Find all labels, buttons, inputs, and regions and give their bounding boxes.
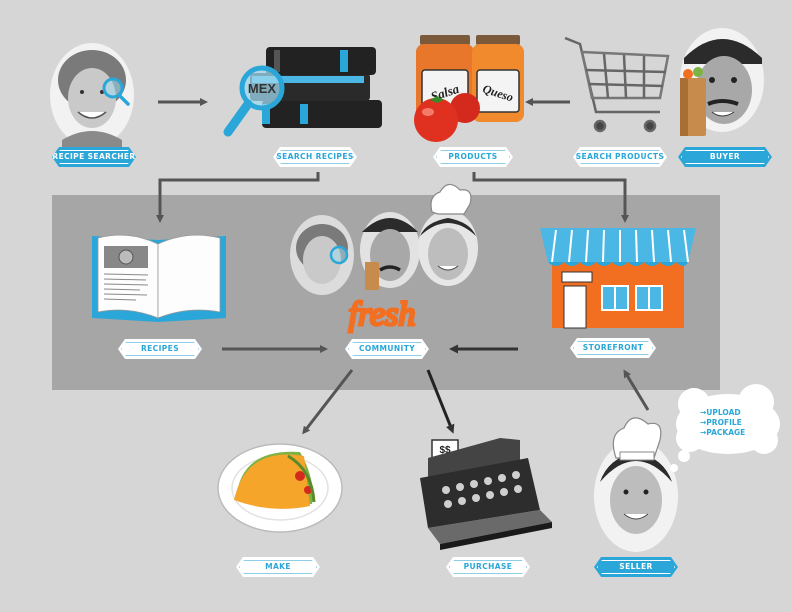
seller-label: SELLER	[594, 557, 678, 577]
search-products-label[interactable]: SEARCH PRODUCTS	[573, 147, 667, 167]
thought-bubble-list: UPLOAD PROFILE PACKAGE	[700, 408, 745, 438]
shopping-cart-icon	[564, 36, 670, 133]
storefront-label[interactable]: STOREFRONT	[570, 338, 656, 358]
arrow-products-to-storefront	[472, 172, 629, 223]
fresh-logo-text: fresh	[349, 296, 416, 333]
storefront-icon	[540, 228, 696, 329]
arrow-community-to-make	[302, 369, 354, 435]
seller-portrait	[594, 440, 678, 552]
magnifier-icon	[102, 77, 130, 106]
arrow-search-to-recipes	[156, 172, 320, 223]
recipe-searcher-label: RECIPE SEARCHER	[52, 147, 136, 167]
grocery-bag-icon	[680, 67, 706, 136]
register-dollars: $$	[439, 445, 451, 456]
taco-plate-icon	[217, 443, 343, 533]
cash-register-icon: $$	[420, 438, 552, 550]
mex-text: MEX	[248, 81, 277, 96]
products-label[interactable]: PRODUCTS	[433, 147, 513, 167]
recipes-label[interactable]: RECIPES	[118, 339, 202, 359]
tomato-icon	[414, 93, 480, 142]
search-magnifier-icon: MEX	[223, 65, 285, 137]
purchase-label[interactable]: PURCHASE	[446, 557, 530, 577]
community-label[interactable]: COMMUNITY	[345, 339, 429, 359]
chef-hat-icon	[612, 417, 662, 461]
arrow-community-to-purchase	[426, 369, 455, 434]
arrow-seller-to-storefront	[623, 369, 650, 411]
thought-item-upload: UPLOAD	[700, 408, 745, 418]
queso-jar-icon: Queso	[472, 35, 524, 122]
make-label[interactable]: MAKE	[236, 557, 320, 577]
community-group-portrait	[290, 183, 478, 295]
thought-item-profile: PROFILE	[700, 418, 745, 428]
buyer-label: BUYER	[678, 147, 772, 167]
recipe-searcher-portrait	[50, 43, 134, 148]
thought-item-package: PACKAGE	[700, 428, 745, 438]
search-recipes-label[interactable]: SEARCH RECIPES	[273, 147, 357, 167]
open-recipe-book-icon	[92, 234, 226, 322]
